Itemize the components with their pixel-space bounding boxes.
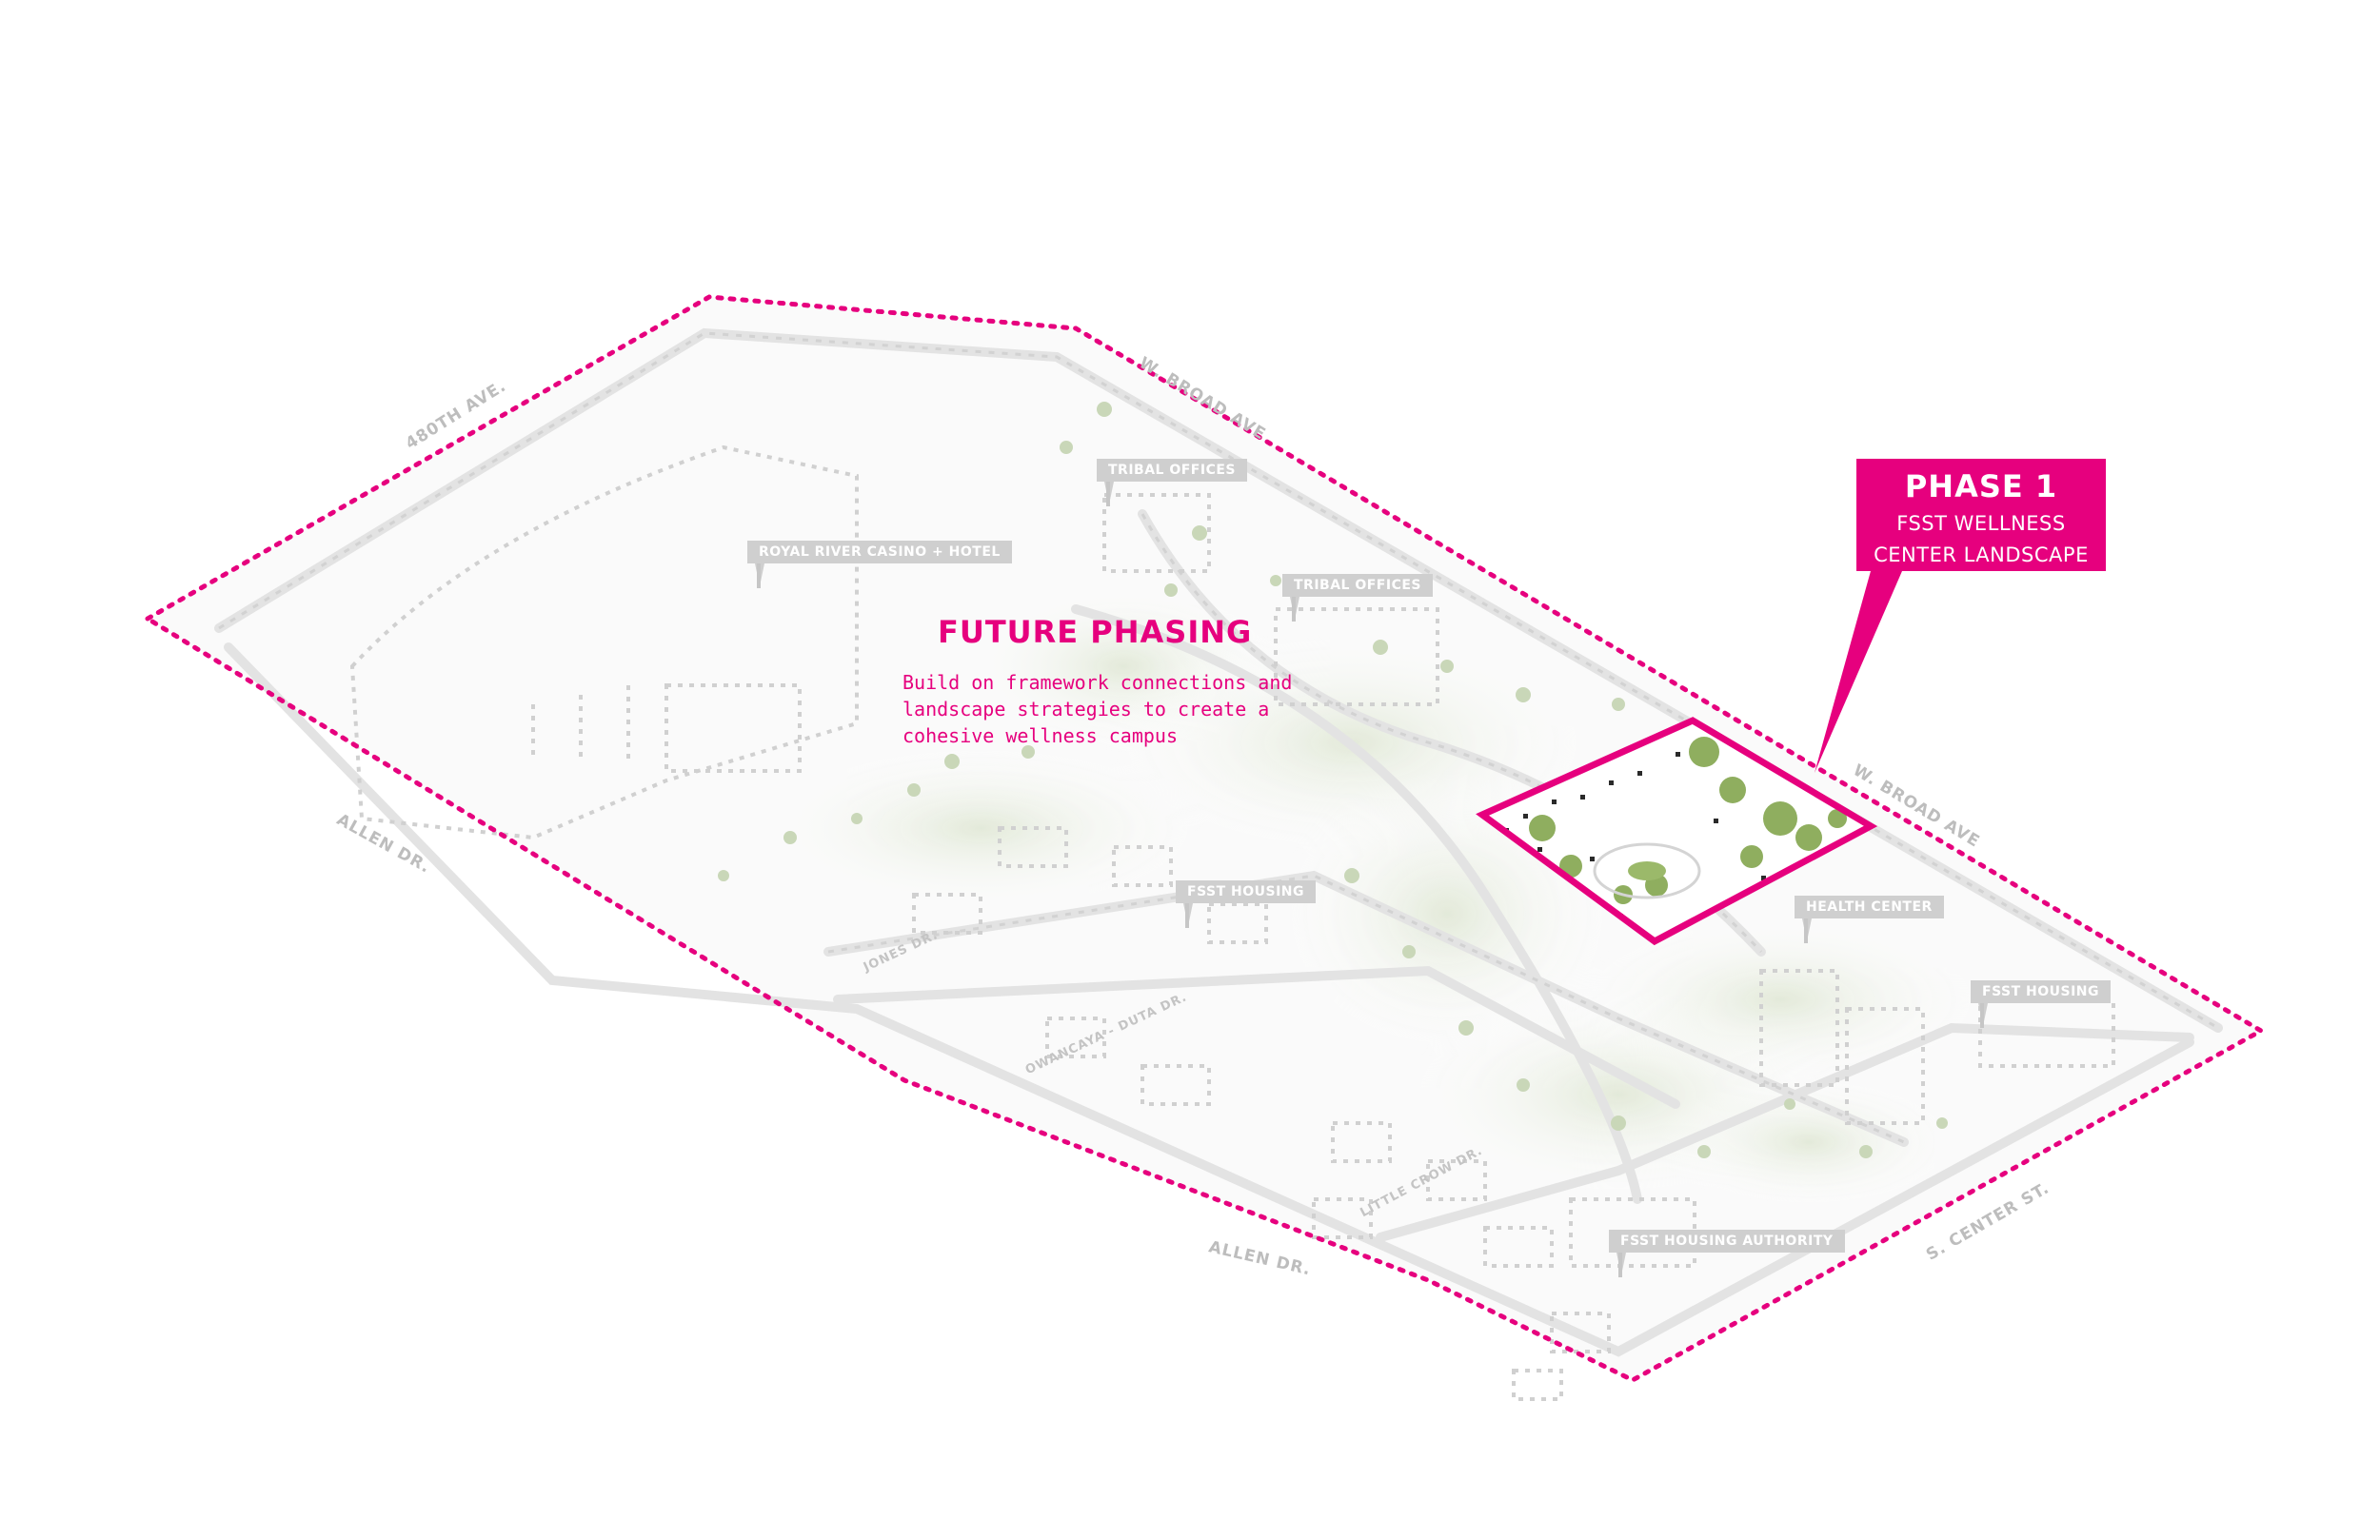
tag-fsst-housing-authority: FSST HOUSING AUTHORITY [1609, 1230, 1845, 1277]
future-phasing-title: FUTURE PHASING [938, 614, 1253, 650]
future-phasing-description: Build on framework connections and lands… [902, 671, 1293, 747]
phase1-callout: PHASE 1 FSST WELLNESS CENTER LANDSCAPE [1856, 459, 2106, 571]
tag-health-center: HEALTH CENTER [1795, 896, 1944, 943]
phase1-area [1476, 717, 1878, 946]
buildings [349, 444, 2115, 1401]
tag-tribal-offices-1: TRIBAL OFFICES [1097, 459, 1247, 506]
site-boundary [143, 294, 2267, 1383]
tag-royal-river-casino-hotel: ROYAL RIVER CASINO + HOTEL [747, 541, 1012, 588]
phase1-subtitle: FSST WELLNESS CENTER LANDSCAPE [1874, 512, 2089, 566]
tag-fsst-housing-1: FSST HOUSING [1176, 880, 1317, 928]
phase1-title: PHASE 1 [1904, 468, 2058, 504]
tag-fsst-housing-2: FSST HOUSING [1971, 980, 2112, 1028]
phase1-callout-pointer [1815, 571, 1902, 773]
tag-tribal-offices-2: TRIBAL OFFICES [1282, 574, 1433, 622]
